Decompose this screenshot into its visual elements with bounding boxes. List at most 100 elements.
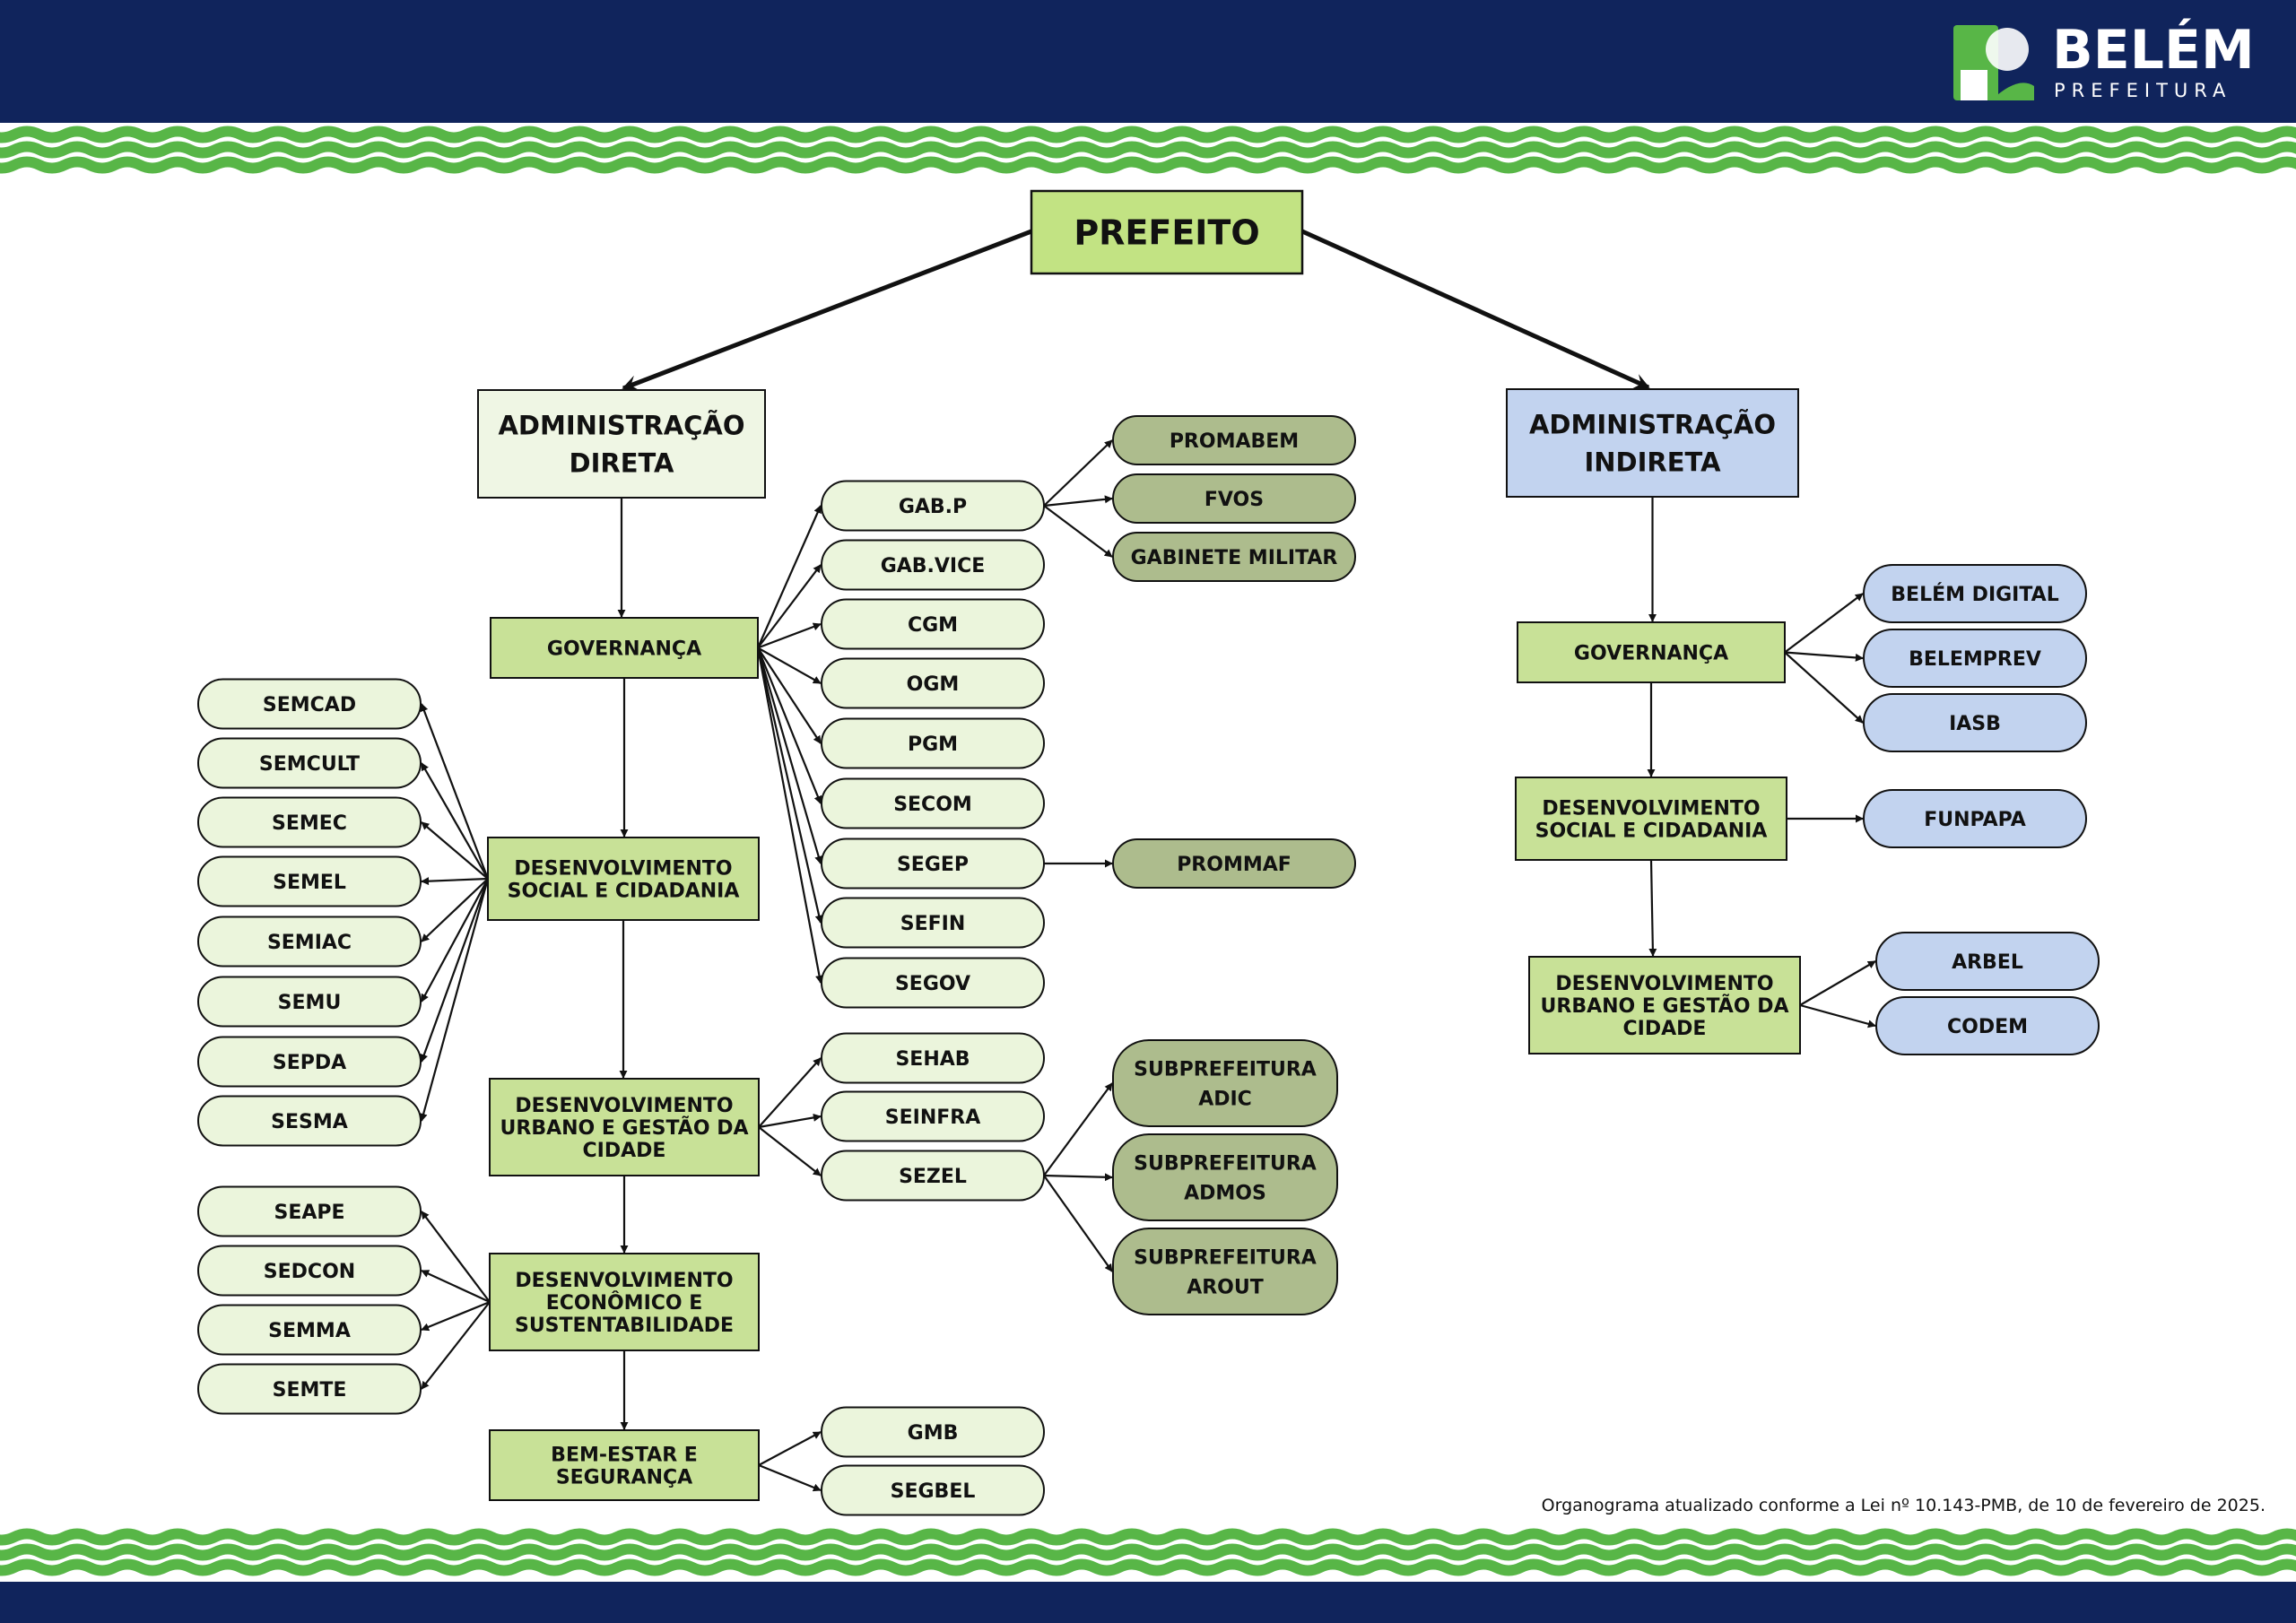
unit-pill-semte: SEMTE (197, 1363, 422, 1415)
unit-pill-semel-label: SEMEL (273, 872, 346, 894)
direta-urbano-node-label: CIDADE (583, 1140, 666, 1162)
unit-pill-sesma: SESMA (197, 1095, 422, 1147)
indireta-governanca-node-label: GOVERNANÇA (1574, 642, 1728, 664)
bottom-wave-line (0, 1528, 2296, 1546)
direta-governanca-node: GOVERNANÇA (490, 617, 759, 679)
prefeito-node-label: PREFEITO (1074, 213, 1259, 253)
header-logo: BELÉM PREFEITURA (1953, 17, 2255, 101)
connector-arrow (1799, 960, 1876, 1006)
direta-urbano-node-label: URBANO E GESTÃO DA (500, 1116, 749, 1140)
top-wave-line (0, 126, 2296, 143)
connector-arrow (421, 1211, 491, 1303)
direta-governanca-node-label: GOVERNANÇA (547, 638, 701, 660)
unit-pill-ogm-label: OGM (907, 673, 960, 696)
unit-pill-funpapa: FUNPAPA (1863, 789, 2087, 848)
bottom-wave-line (0, 1558, 2296, 1576)
direta-social-node-label: DESENVOLVIMENTO (514, 857, 732, 880)
connector-arrow (758, 1057, 822, 1128)
connector-arrow (756, 647, 823, 984)
unit-pill-sesma-label: SESMA (271, 1111, 348, 1133)
unit-pill-gabinete-militar-label: GABINETE MILITAR (1131, 547, 1338, 569)
connector-arrow (756, 647, 823, 864)
indireta-social-node-label: SOCIAL E CIDADANIA (1535, 820, 1768, 842)
subprefeitura-pill-arout-label: AROUT (1187, 1276, 1264, 1298)
connector-arrow (420, 703, 490, 880)
direta-economico-node-label: DESENVOLVIMENTO (515, 1270, 733, 1292)
unit-pill-gmb: GMB (821, 1406, 1045, 1458)
connector-arrow (1784, 651, 1864, 724)
unit-pill-semma-label: SEMMA (268, 1320, 351, 1342)
unit-pill-gabinete-militar: GABINETE MILITAR (1112, 532, 1356, 582)
unit-pill-codem: CODEM (1875, 996, 2100, 1055)
unit-pill-sefin-label: SEFIN (900, 913, 966, 935)
unit-pill-semte-label: SEMTE (273, 1379, 347, 1402)
subprefeitura-pill-adic-label: ADIC (1198, 1088, 1252, 1110)
unit-pill-bel-m-digital: BELÉM DIGITAL (1863, 564, 2087, 623)
unit-pill-sehab-label: SEHAB (895, 1048, 970, 1071)
subprefeitura-pill-arout-label: SUBPREFEITURA (1134, 1246, 1317, 1269)
connector-arrow (758, 1431, 822, 1466)
connector-arrow (758, 1463, 822, 1492)
connector-arrow (1300, 229, 1650, 390)
unit-pill-gmb-label: GMB (908, 1422, 959, 1445)
connector-arrow (1648, 859, 1657, 957)
unit-pill-sehab: SEHAB (821, 1032, 1045, 1084)
unit-pill-promabem-label: PROMABEM (1170, 430, 1299, 453)
unit-pill-sezel-label: SEZEL (899, 1166, 967, 1188)
unit-pill-seape: SEAPE (197, 1185, 422, 1237)
unit-pill-pgm-label: PGM (908, 733, 958, 756)
unit-pill-semcult-label: SEMCULT (259, 753, 360, 776)
unit-pill-arbel: ARBEL (1875, 932, 2100, 991)
unit-pill-pgm: PGM (821, 717, 1045, 769)
unit-pill-segov: SEGOV (821, 957, 1045, 1009)
connector-arrow (758, 1113, 822, 1129)
connector-arrow (1799, 1003, 1876, 1028)
connector-arrow (1043, 505, 1113, 558)
connector-lines (419, 229, 1876, 1492)
connector-arrow (756, 647, 822, 804)
unit-pill-prommaf: PROMMAF (1112, 838, 1356, 889)
unit-pill-secom: SECOM (821, 777, 1045, 829)
unit-pill-semcad: SEMCAD (197, 678, 422, 730)
unit-pill-fvos: FVOS (1112, 473, 1356, 524)
logo-subtitle: PREFEITURA (2054, 80, 2231, 101)
unit-pill-semcult: SEMCULT (197, 737, 422, 789)
subprefeitura-pill-adic-label: SUBPREFEITURA (1134, 1058, 1317, 1081)
unit-pill-semiac-label: SEMIAC (267, 932, 352, 954)
indireta-urbano-node-label: URBANO E GESTÃO DA (1541, 994, 1789, 1018)
connector-arrow (421, 1270, 491, 1303)
unit-pill-semel: SEMEL (197, 855, 422, 907)
administracao-direta-node-label: DIRETA (570, 447, 675, 478)
unit-pill-semma: SEMMA (197, 1304, 422, 1356)
unit-pill-sedcon-label: SEDCON (264, 1261, 355, 1283)
connector-arrow (757, 622, 822, 649)
unit-pill-codem-label: CODEM (1947, 1016, 2028, 1038)
unit-pill-funpapa-label: FUNPAPA (1924, 809, 2026, 831)
connector-arrow (421, 1301, 491, 1390)
direta-bem-estar-node-label: BEM-ESTAR E (551, 1444, 698, 1466)
unit-pill-seinfra: SEINFRA (821, 1090, 1045, 1142)
connector-arrow (1043, 1175, 1113, 1272)
logo-title: BELÉM (2052, 17, 2255, 82)
indireta-social-node-label: DESENVOLVIMENTO (1542, 797, 1760, 820)
connector-arrow (421, 821, 489, 880)
connector-arrow (756, 505, 822, 648)
unit-pill-arbel-label: ARBEL (1952, 951, 2023, 974)
connector-arrow (757, 647, 822, 744)
unit-pill-semcad-label: SEMCAD (263, 694, 356, 716)
subprefeitura-pill-arout: SUBPREFEITURA AROUT (1112, 1228, 1338, 1315)
direta-bem-estar-node-label: SEGURANÇA (556, 1466, 692, 1488)
direta-urbano-node-label: DESENVOLVIMENTO (515, 1095, 733, 1117)
connector-arrow (758, 1126, 822, 1176)
unit-pill-secom-label: SECOM (893, 794, 972, 816)
unit-pill-segbel-label: SEGBEL (891, 1480, 976, 1503)
unit-pill-gab-p: GAB.P (821, 480, 1045, 532)
